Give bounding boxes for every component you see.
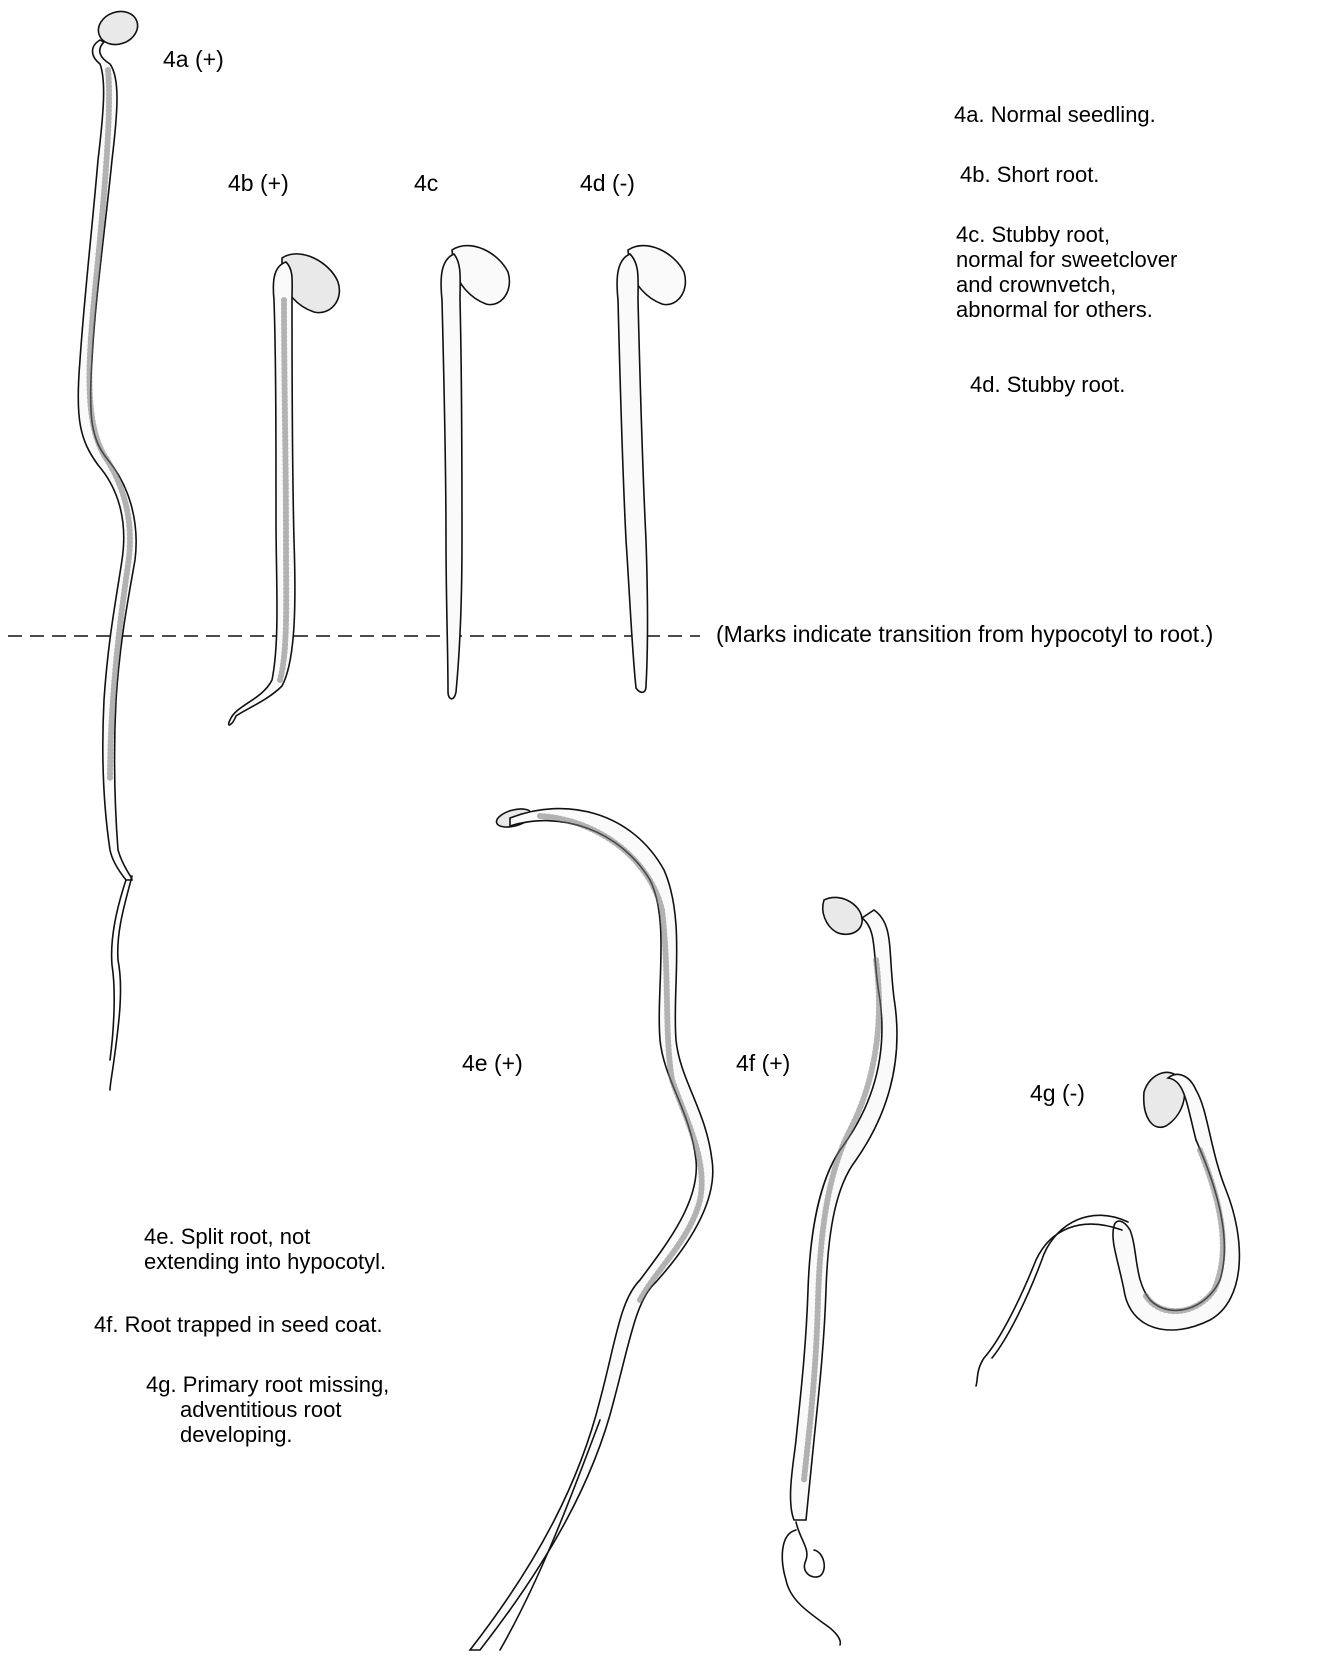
seedling-4a xyxy=(78,6,142,1090)
description-4a: 4a. Normal seedling. xyxy=(954,102,1156,127)
label-4d: 4d (-) xyxy=(580,170,635,196)
description-4d: 4d. Stubby root. xyxy=(970,372,1125,397)
description-4g: 4g. Primary root missing, adventitious r… xyxy=(146,1372,389,1447)
description-4g-line: developing. xyxy=(146,1422,389,1447)
seedling-4d xyxy=(617,246,685,693)
label-4g: 4g (-) xyxy=(1030,1080,1085,1106)
label-4a: 4a (+) xyxy=(163,46,224,72)
seedling-4c xyxy=(441,246,509,699)
description-4f: 4f. Root trapped in seed coat. xyxy=(94,1312,383,1337)
description-4b: 4b. Short root. xyxy=(960,162,1099,187)
label-4c: 4c xyxy=(414,170,438,196)
seedling-4f xyxy=(782,897,897,1645)
description-4c-line: 4c. Stubby root, xyxy=(956,222,1177,247)
transition-note: (Marks indicate transition from hypocoty… xyxy=(716,622,1213,647)
seedling-4e xyxy=(470,806,713,1650)
description-4e: 4e. Split root, not extending into hypoc… xyxy=(144,1224,386,1274)
description-4c-line: normal for sweetclover xyxy=(956,247,1177,272)
label-4f: 4f (+) xyxy=(736,1050,790,1076)
seedling-4g xyxy=(976,1072,1239,1386)
label-4b: 4b (+) xyxy=(228,170,289,196)
description-4c: 4c. Stubby root, normal for sweetclover … xyxy=(956,222,1177,322)
description-4c-line: abnormal for others. xyxy=(956,297,1177,322)
seedling-4b xyxy=(229,254,340,725)
description-4g-line: adventitious root xyxy=(146,1397,389,1422)
description-4e-line: 4e. Split root, not xyxy=(144,1224,386,1249)
label-4e: 4e (+) xyxy=(462,1050,523,1076)
description-4c-line: and crownvetch, xyxy=(956,272,1177,297)
description-4g-line: 4g. Primary root missing, xyxy=(146,1372,389,1397)
description-4e-line: extending into hypocotyl. xyxy=(144,1249,386,1274)
